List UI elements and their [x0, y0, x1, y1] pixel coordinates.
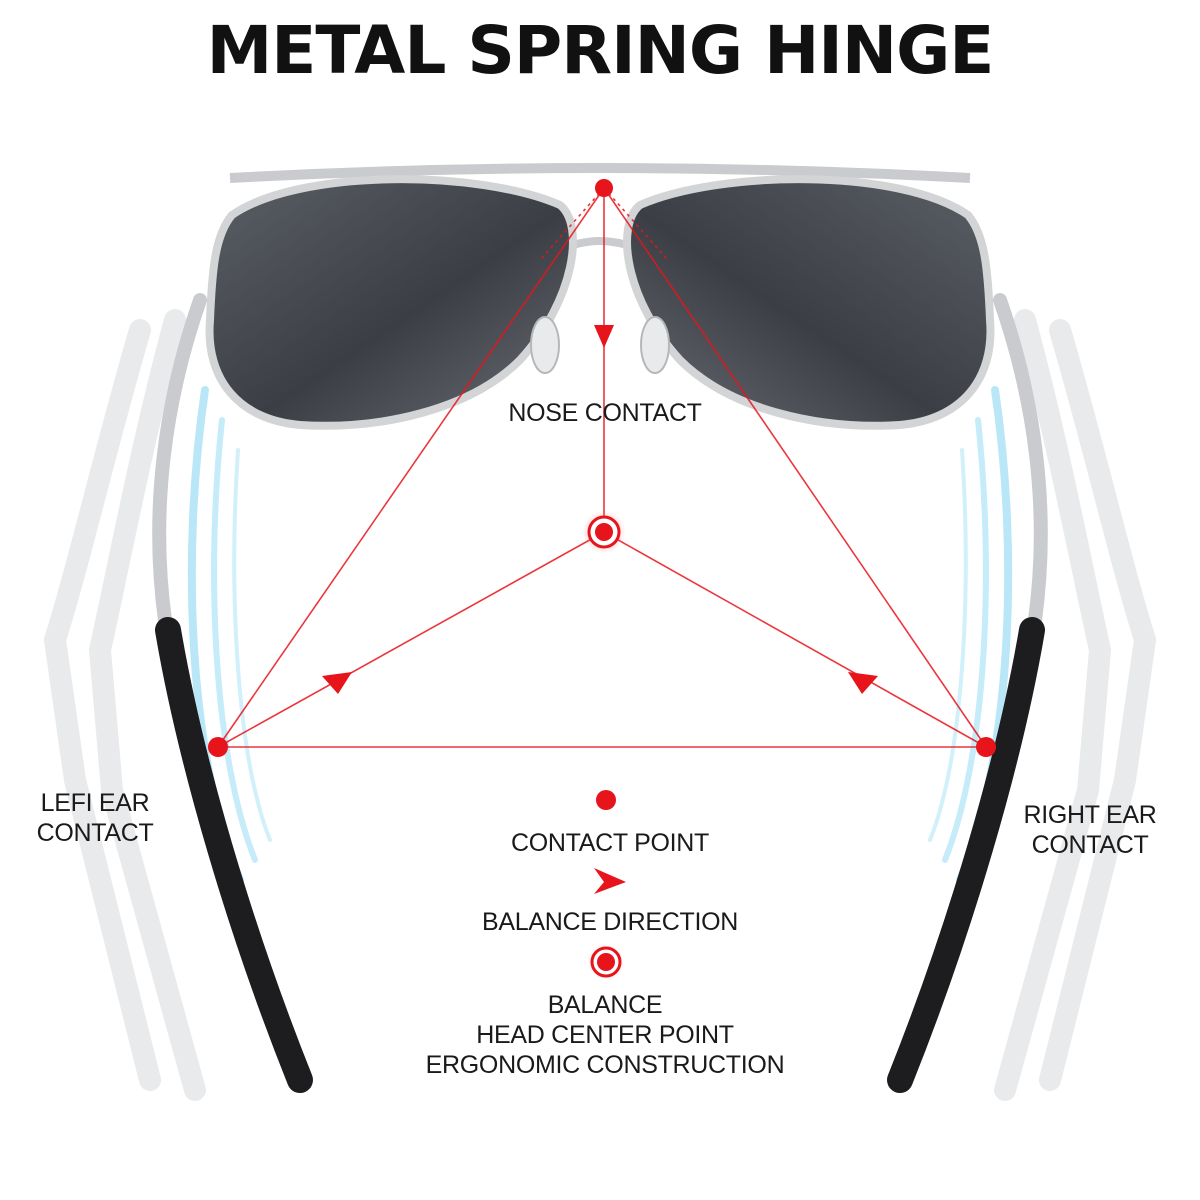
legend-balance-center-label: BALANCE HEAD CENTER POINT ERGONOMIC CONS… [425, 991, 785, 1079]
legend-contact-point-label: CONTACT POINT [511, 829, 709, 857]
left-temple-motion-ghosts [43, 309, 206, 1101]
right-ear-contact-label: RIGHT EAR CONTACT [1023, 801, 1157, 859]
legend-icons [588, 790, 626, 980]
head-center-point [582, 510, 626, 554]
legend-balance-direction-label: BALANCE DIRECTION [481, 908, 739, 936]
legend-balance-center-icon [588, 944, 624, 980]
left-lens [205, 175, 577, 430]
contact-points [208, 179, 996, 757]
right-lens [623, 175, 995, 430]
right-temple-motion-ghosts [994, 309, 1157, 1101]
right-temple [887, 293, 1048, 1093]
left-temple [152, 293, 313, 1093]
balance-direction-arrows [322, 325, 878, 694]
nose-pads [530, 316, 670, 374]
legend-contact-point-icon [596, 790, 616, 810]
page-title: METAL SPRING HINGE [206, 12, 995, 89]
left-ear-contact-label: LEFI EAR CONTACT [36, 789, 154, 847]
legend-balance-direction-icon [594, 868, 626, 894]
nose-contact-label: NOSE CONTACT [508, 399, 702, 427]
balance-lines [217, 187, 987, 748]
